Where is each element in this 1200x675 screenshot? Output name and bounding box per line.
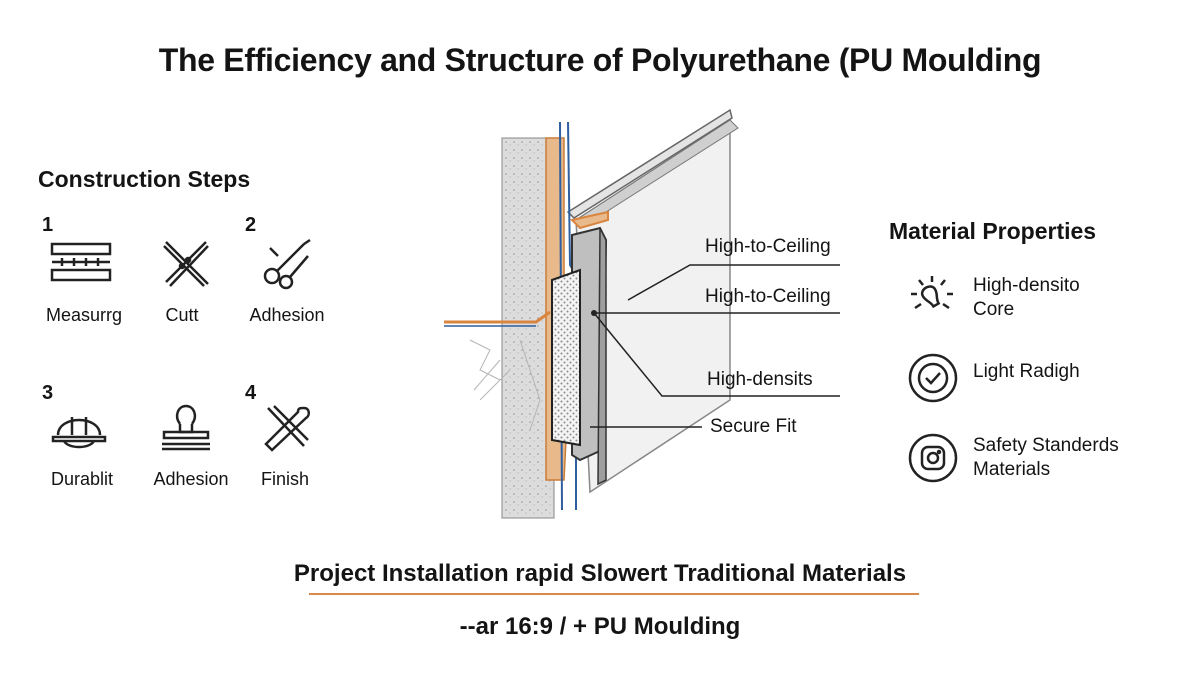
footer-line-2: --ar 16:9 / + PU Moulding (459, 613, 741, 640)
hard-hat-icon (51, 417, 107, 449)
property-3: Safety Standerds Materials (973, 434, 1119, 482)
step-number-3: 3 (42, 382, 54, 404)
property-2-line-1: Light Radigh (973, 361, 1080, 382)
orange-cap (570, 210, 609, 230)
moulding-cross-section (444, 108, 840, 519)
lightbulb-icon (911, 276, 953, 310)
clamp-icon (162, 404, 210, 451)
property-1: High-densito Core (973, 274, 1080, 322)
material-heading: Material Properties (889, 218, 1097, 244)
callout-1: High-to-Ceiling (705, 236, 831, 257)
moulding-edge (597, 227, 607, 486)
step-number-4: 4 (245, 382, 257, 404)
camera-square-icon (908, 433, 958, 483)
callout-2: High-to-Ceiling (705, 286, 831, 307)
pu-foam-core (551, 268, 581, 447)
callout-leaders (590, 264, 840, 428)
step-number-1: 1 (42, 214, 54, 236)
step-label-3: Adhesion (249, 305, 325, 325)
step-number-2: 2 (245, 214, 257, 236)
step-label-4: Durablit (50, 469, 114, 489)
step-label-1: Measurrg (45, 305, 123, 325)
scissors-icon (263, 238, 311, 290)
property-2: Light Radigh (973, 360, 1080, 384)
property-1-line-1: High-densito (973, 275, 1080, 296)
step-label-6: Finish (260, 469, 309, 489)
check-circle-icon (908, 353, 958, 403)
cross-cut-icon (163, 241, 209, 287)
step-label-2: Cutt (165, 305, 199, 325)
sketch-lines (469, 339, 541, 431)
page-title: The Efficiency and Structure of Polyuret… (158, 42, 1042, 78)
property-3-line-2: Materials (973, 459, 1051, 480)
callout-4: Secure Fit (710, 416, 797, 437)
footer-line-1: Project Installation rapid Slowert Tradi… (293, 560, 907, 587)
property-3-line-1: Safety Standerds (973, 435, 1119, 456)
tools-icon (264, 405, 310, 452)
callout-3: High-densits (707, 369, 813, 390)
ruler-icon (50, 242, 112, 282)
footer-underline (309, 593, 919, 595)
panel-top-strip (566, 108, 733, 219)
property-1-line-2: Core (973, 299, 1015, 320)
step-label-5: Adhesion (153, 469, 229, 489)
construction-heading: Construction Steps (38, 166, 251, 192)
orange-line (444, 310, 551, 324)
callout-dot (591, 310, 597, 316)
